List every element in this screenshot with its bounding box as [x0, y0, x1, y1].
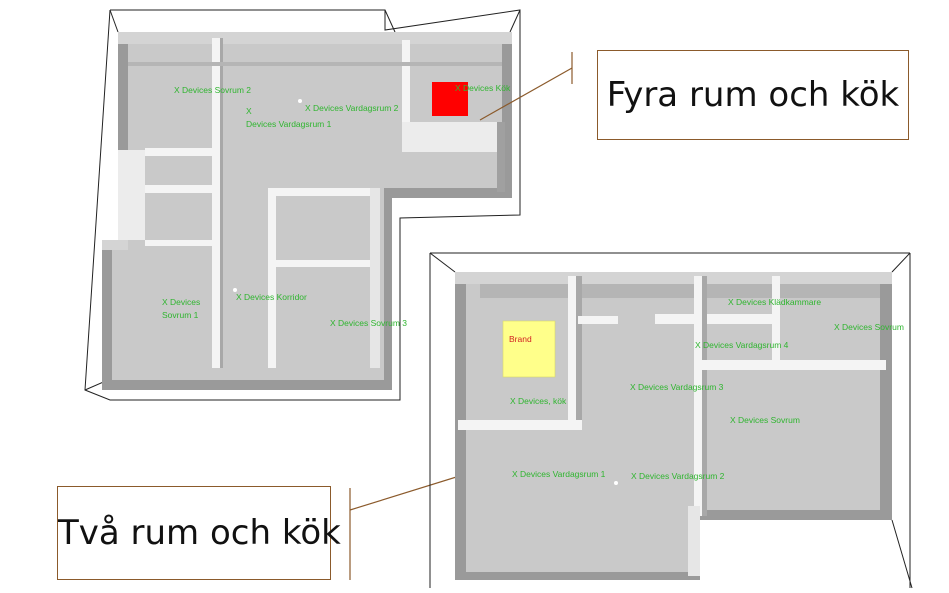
label-vardagsrum-2: X Devices Vardagsrum 2	[305, 103, 399, 113]
label-vardagsrum-3: X Devices Vardagsrum 3	[630, 382, 724, 392]
label-korridor: X Devices Korridor	[236, 292, 307, 302]
label-brand: Brand	[509, 334, 532, 344]
label-vardagsrum-1-bottom: X Devices Vardagsrum 1	[512, 469, 606, 479]
label-sovrum-bottom: X Devices Sovrum	[730, 415, 800, 425]
label-sovrum-2: X Devices Sovrum 2	[174, 85, 251, 95]
top-floor-plan: X Devices Sovrum 2 X Devices Vardagsrum …	[84, 9, 521, 401]
label-kok-top: X Devices Kök	[455, 83, 511, 93]
top-plan-frame	[84, 9, 521, 401]
label-vardagsrum-1: Devices Vardagsrum 1	[246, 119, 332, 129]
bottom-floor-plan: Brand X Devices Klädkammare X Devices So…	[429, 252, 913, 589]
bottom-plan-walls	[455, 272, 892, 580]
brand-note	[502, 320, 556, 378]
label-sovrum-1-line2: Sovrum 1	[162, 310, 199, 320]
label-sovrum-right: X Devices Sovrum	[834, 322, 904, 332]
callout-top-connector	[479, 67, 573, 121]
label-sovrum-1-line1: X Devices	[162, 297, 200, 307]
label-sovrum-3: X Devices Sovrum 3	[330, 318, 407, 328]
top-plan-walls	[102, 32, 512, 390]
label-vardagsrum-4: X Devices Vardagsrum 4	[695, 340, 789, 350]
callout-tva-rum: Två rum och kök	[57, 486, 341, 580]
callout-tva-rum-text: Två rum och kök	[58, 513, 341, 553]
bottom-plan-frame	[429, 252, 913, 589]
label-vardagsrum-1-x: X	[246, 106, 252, 116]
callout-fyra-rum-text: Fyra rum och kök	[606, 75, 900, 115]
label-vardagsrum-2-bottom: X Devices Vardagsrum 2	[631, 471, 725, 481]
fire-alarm-marker	[432, 82, 468, 116]
label-kladkammare: X Devices Klädkammare	[728, 297, 821, 307]
callout-fyra-rum: Fyra rum och kök	[597, 50, 909, 140]
label-kok-bottom: X Devices, kök	[510, 396, 567, 406]
